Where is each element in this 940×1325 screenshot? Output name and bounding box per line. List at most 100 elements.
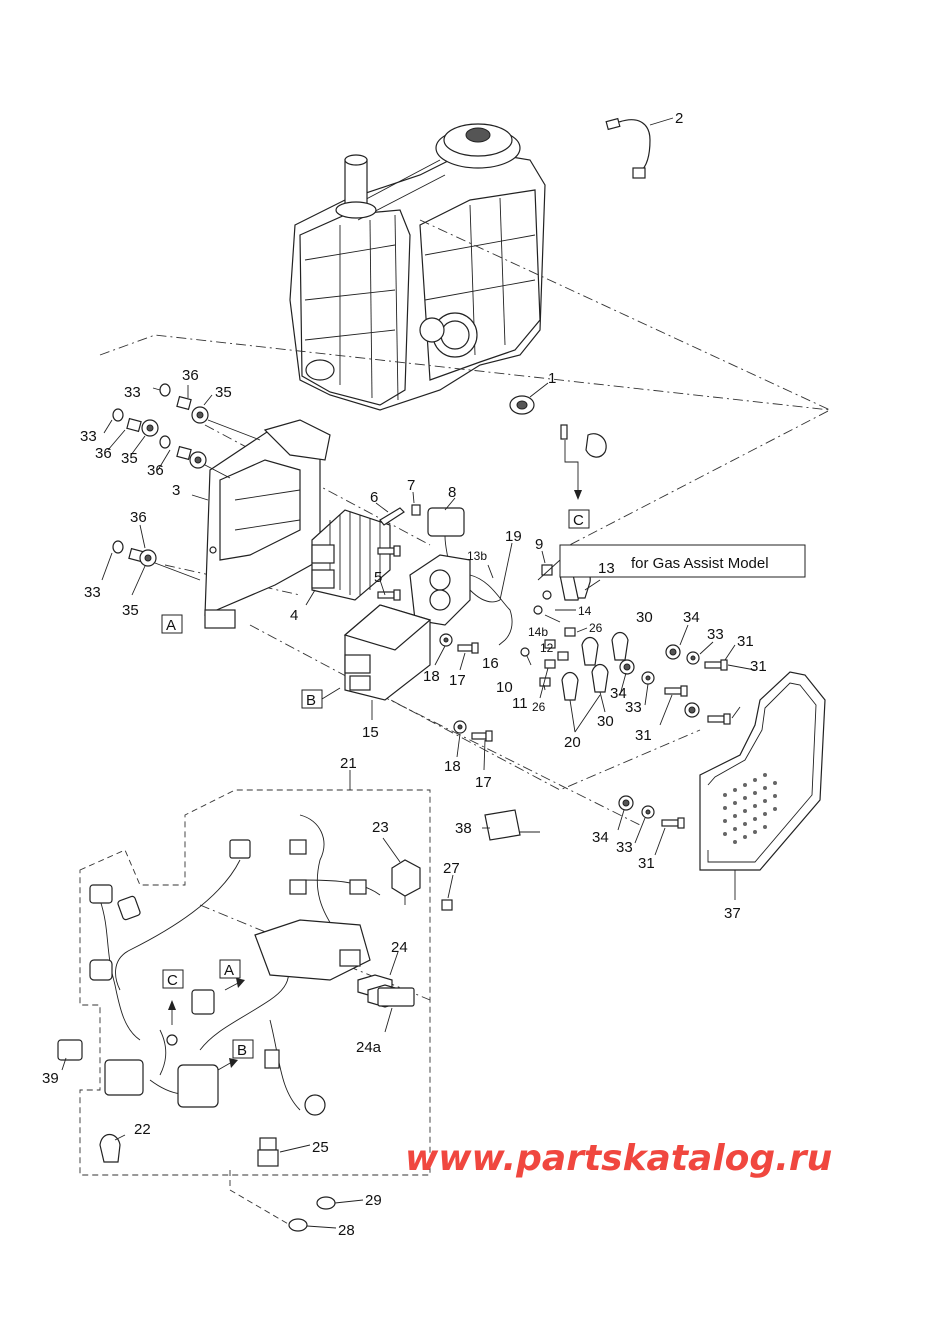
label-36d: 36 (130, 509, 147, 526)
label-38: 38 (455, 820, 472, 837)
label-36a: 36 (182, 367, 199, 384)
cover-vent-grid (723, 773, 777, 844)
harness-group-outline (79, 789, 431, 1176)
watermark-text: www.partskatalog.ru (405, 1138, 832, 1179)
label-21: 21 (340, 755, 357, 772)
label-4: 4 (290, 607, 298, 624)
label-29: 29 (365, 1192, 382, 1209)
harness-arrows (168, 978, 245, 1071)
ecu-part-15 (343, 604, 432, 701)
label-5: 5 (374, 569, 382, 586)
connector-part-25 (257, 1137, 279, 1167)
callout-box-b-harness: B (232, 1039, 254, 1059)
label-25: 25 (312, 1139, 329, 1156)
callout-box-a-harness: A (219, 959, 241, 979)
svg-text:A: A (166, 617, 176, 634)
gas-assist-note-box (559, 544, 806, 578)
label-33a: 33 (124, 384, 141, 401)
label-31d: 31 (638, 855, 655, 872)
washer-bolt-pairs (439, 633, 493, 742)
screw-part-7 (411, 504, 421, 516)
relay-part-23 (391, 859, 421, 905)
label-31c: 31 (635, 727, 652, 744)
sensor-part-2 (605, 117, 651, 179)
grommet-set-upper (112, 383, 209, 567)
label-35b: 35 (121, 450, 138, 467)
label-9: 9 (535, 536, 543, 553)
label-34b: 34 (610, 685, 627, 702)
label-33c: 33 (84, 584, 101, 601)
label-36c: 36 (147, 462, 164, 479)
label-12: 12 (540, 641, 554, 655)
label-24a: 24a (356, 1039, 382, 1056)
label-33b: 33 (80, 428, 97, 445)
label-1: 1 (548, 370, 556, 387)
part-number-labels: 1 2 3 4 5 6 7 8 9 10 11 12 13 13b 14 14b… (42, 110, 767, 1239)
label-7: 7 (407, 477, 415, 494)
leader-lines (61, 385, 756, 1229)
label-31a: 31 (737, 633, 754, 650)
label-3: 3 (172, 482, 180, 499)
clip-part-6 (379, 507, 405, 526)
mounting-area-outline (99, 334, 832, 551)
label-22: 22 (134, 1121, 151, 1138)
svg-text:B: B (306, 692, 316, 709)
label-16: 16 (482, 655, 499, 672)
screw-part-5 (377, 545, 401, 601)
label-18b: 18 (444, 758, 461, 775)
svg-text:C: C (167, 972, 178, 989)
label-28: 28 (338, 1222, 355, 1239)
mounting-line-d (379, 694, 641, 826)
svg-text:C: C (573, 512, 584, 529)
label-13: 13 (598, 560, 615, 577)
label-33e: 33 (625, 699, 642, 716)
svg-text:B: B (237, 1042, 247, 1059)
label-24: 24 (391, 939, 408, 956)
label-10: 10 (496, 679, 513, 696)
label-17b: 17 (475, 774, 492, 791)
label-18a: 18 (423, 668, 440, 685)
callout-box-c-top: C (568, 509, 590, 529)
label-11: 11 (512, 695, 528, 712)
label-part-38 (484, 809, 521, 841)
label-31b: 31 (750, 658, 767, 675)
label-26b: 26 (532, 700, 546, 714)
label-14: 14 (578, 604, 592, 618)
connector-part-8 (427, 507, 465, 571)
callout-box-c-harness: C (162, 969, 184, 989)
label-30a: 30 (636, 609, 653, 626)
rectifier-part-4 (311, 509, 391, 601)
callout-box-a-top: A (161, 614, 183, 634)
label-17a: 17 (449, 672, 466, 689)
label-13b: 13b (467, 549, 487, 563)
label-33f: 33 (616, 839, 633, 856)
bracket-part-3 (204, 419, 331, 629)
label-34c: 34 (592, 829, 609, 846)
callout-box-b-top: B (301, 687, 341, 709)
grommet-bolt-rows (618, 644, 731, 829)
connector-near-1 (560, 424, 607, 500)
label-30b: 30 (597, 713, 614, 730)
sensor-part-1 (509, 382, 549, 415)
fuses-part-24 (357, 974, 415, 1008)
label-33d: 33 (707, 626, 724, 643)
label-20: 20 (564, 734, 581, 751)
label-15: 15 (362, 724, 379, 741)
label-8: 8 (448, 484, 456, 501)
label-39: 39 (42, 1070, 59, 1087)
gas-assist-note: for Gas Assist Model (631, 555, 769, 572)
label-6: 6 (370, 489, 378, 506)
label-27: 27 (443, 860, 460, 877)
cover-part-37 (699, 671, 826, 871)
mounting-line-engine (419, 219, 831, 411)
svg-text:A: A (224, 962, 234, 979)
connector-part-39 (57, 1039, 83, 1061)
label-23: 23 (372, 819, 389, 836)
screw-part-27 (441, 899, 453, 911)
label-35c: 35 (122, 602, 139, 619)
label-35a: 35 (215, 384, 232, 401)
small-fasteners (520, 564, 576, 687)
label-19: 19 (505, 528, 522, 545)
wire-harness-part-21 (89, 814, 381, 1116)
